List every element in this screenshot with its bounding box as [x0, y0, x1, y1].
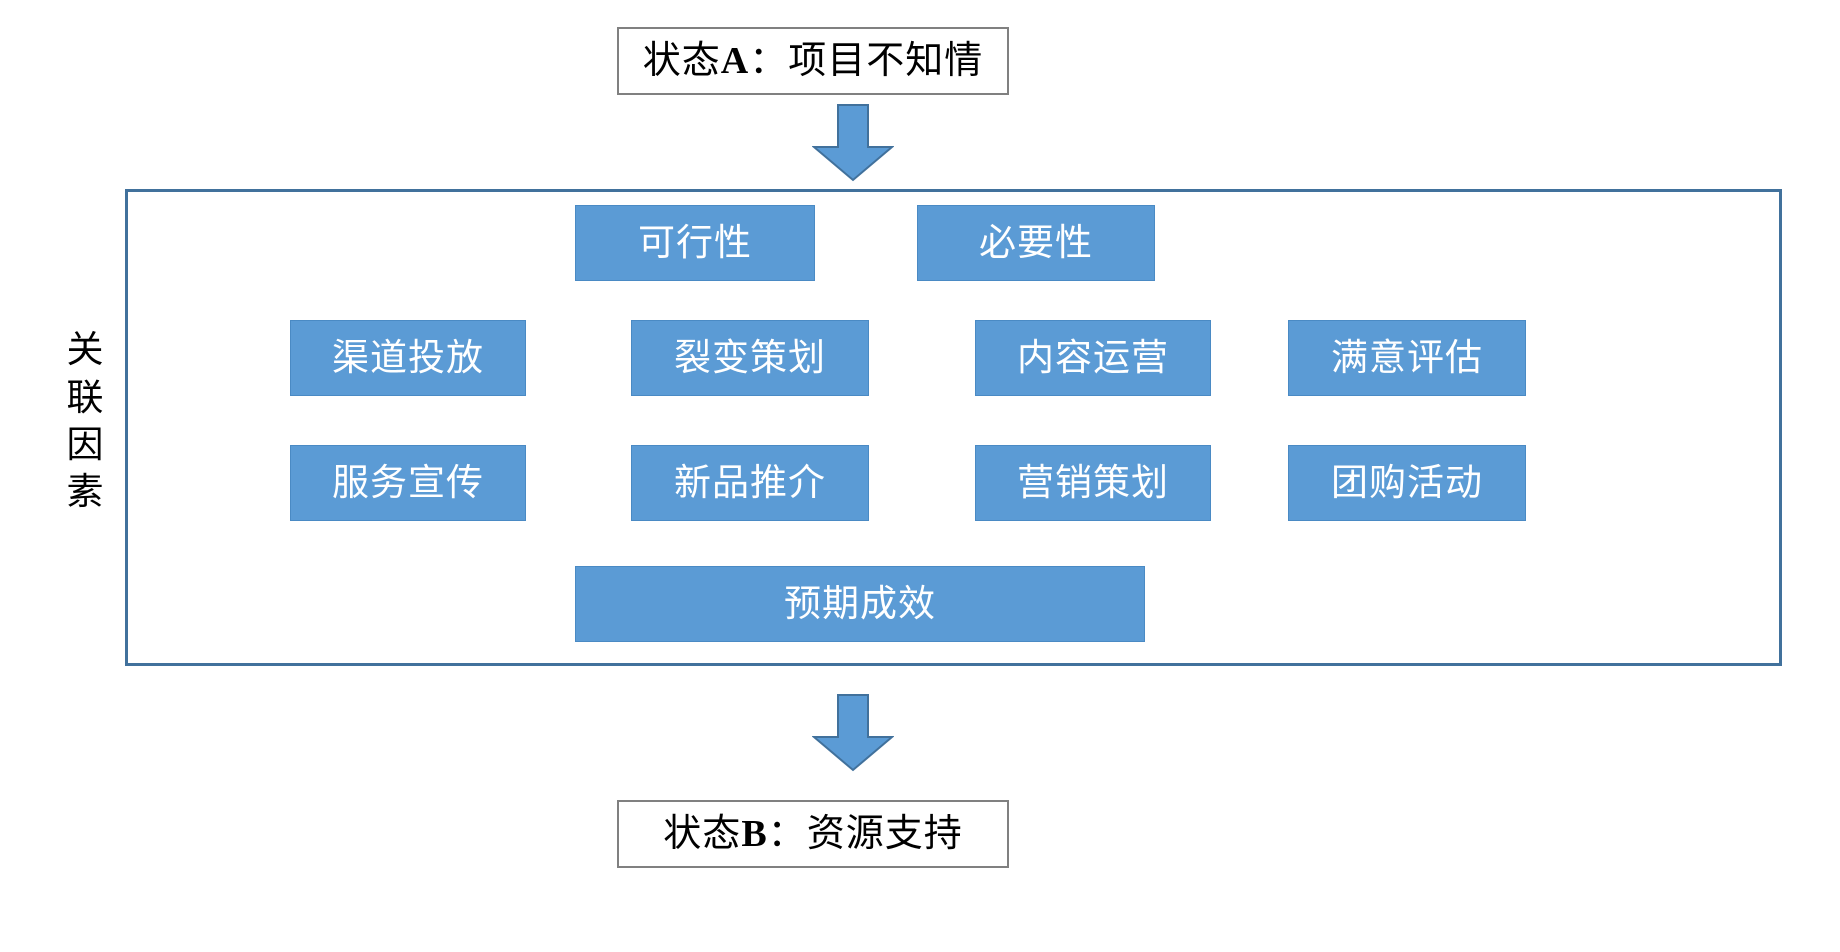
factor-box-service-promotion[interactable]: 服务宣传 — [290, 445, 526, 521]
factor-box-new-product-intro[interactable]: 新品推介 — [631, 445, 869, 521]
factor-box-satisfaction-assessment[interactable]: 满意评估 — [1288, 320, 1526, 396]
factor-box-channel-delivery[interactable]: 渠道投放 — [290, 320, 526, 396]
factor-box-group-buying-activity[interactable]: 团购活动 — [1288, 445, 1526, 521]
factor-box-fission-planning[interactable]: 裂变策划 — [631, 320, 869, 396]
factor-box-expected-results[interactable]: 预期成效 — [575, 566, 1145, 642]
state-a-description: 项目不知情 — [788, 40, 984, 82]
side-label-char-2: 联 — [66, 377, 104, 419]
factor-box-marketing-planning[interactable]: 营销策划 — [975, 445, 1211, 521]
state-a-prefix: 状态 — [642, 40, 721, 82]
state-a-letter: A — [720, 40, 750, 82]
side-label-char-1: 关 — [66, 330, 104, 372]
state-b-letter: B — [741, 813, 768, 855]
state-a-separator: ： — [749, 40, 789, 82]
arrow-down-icon-top — [811, 104, 895, 182]
side-label-related-factors: 关 联 因 素 — [61, 322, 109, 522]
side-label-char-3: 因 — [66, 425, 104, 466]
arrow-down-icon-bottom — [811, 694, 895, 772]
factor-box-content-operations[interactable]: 内容运营 — [975, 320, 1211, 396]
factor-box-feasibility[interactable]: 可行性 — [575, 205, 815, 281]
side-label-char-4: 素 — [66, 472, 104, 514]
state-b-description: 资源支持 — [806, 813, 963, 855]
state-b-separator: ： — [767, 813, 807, 855]
state-b-prefix: 状态 — [663, 813, 742, 855]
factor-box-necessity[interactable]: 必要性 — [917, 205, 1155, 281]
